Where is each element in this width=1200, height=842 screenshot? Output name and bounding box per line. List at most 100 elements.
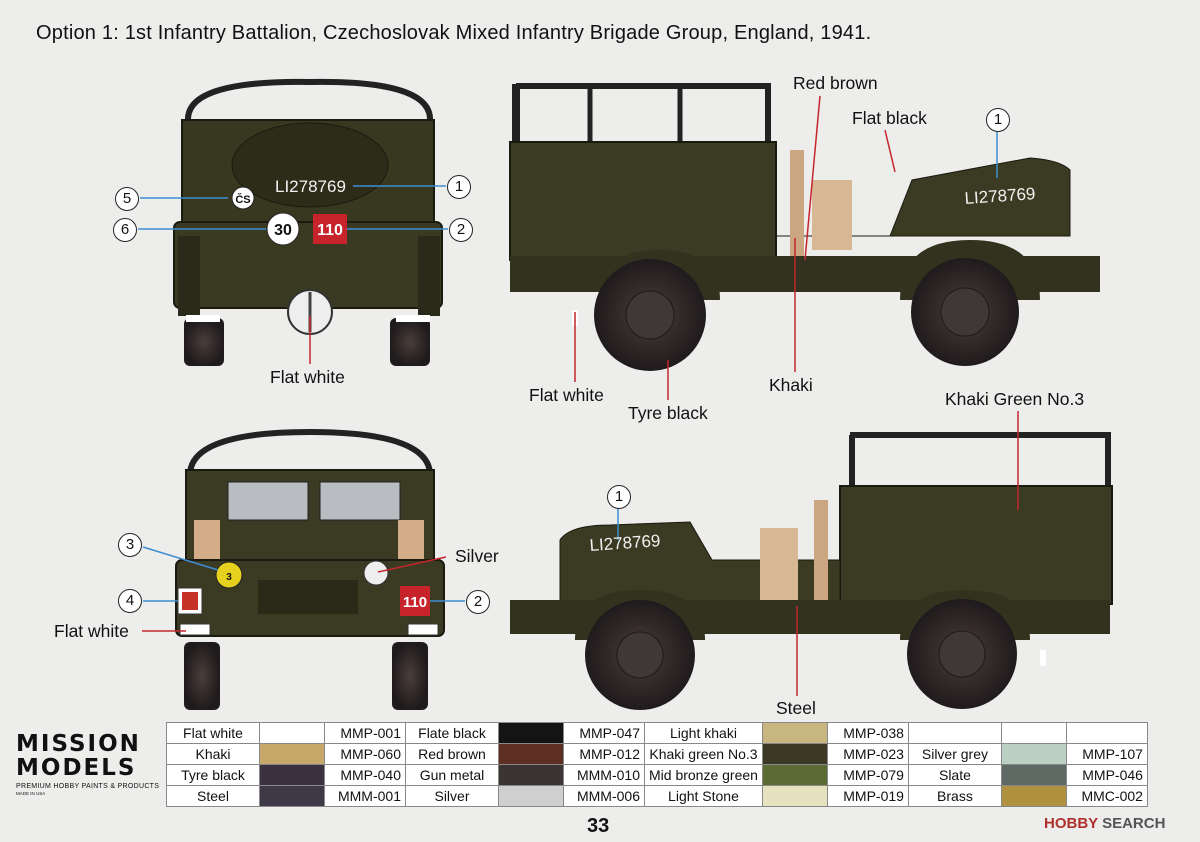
bridge-class-disc <box>266 212 300 246</box>
callout-2-front: 2 <box>466 590 490 614</box>
paint-code: MMP-040 <box>324 764 406 786</box>
paint-code: MMP-019 <box>826 785 909 807</box>
unit-code-text-rear: 110 <box>317 222 343 239</box>
paint-code: MMP-023 <box>826 743 909 765</box>
paint-code: MMP-047 <box>563 722 645 744</box>
hobby-search-watermark: HOBBY SEARCH <box>1044 815 1165 832</box>
formation-number: 3 <box>226 572 232 583</box>
label-red-brown: Red brown <box>793 73 878 93</box>
paint-swatch <box>1000 764 1067 786</box>
rear-registration-text: LI278769 <box>275 177 346 196</box>
logo-tagline: PREMIUM HOBBY PAINTS & PRODUCTS <box>16 783 160 790</box>
side-registration-text: LI278769 <box>964 184 1036 208</box>
paint-code: MMP-060 <box>324 743 406 765</box>
paint-name: Silver <box>405 785 499 807</box>
watermark-suffix: SEARCH <box>1102 815 1166 832</box>
paint-swatch <box>498 785 564 807</box>
red-leader-lines <box>142 95 1019 696</box>
paint-code: MMM-010 <box>563 764 645 786</box>
logo-line-1: MISSION <box>16 731 141 757</box>
label-flat-white-front: Flat white <box>54 621 129 641</box>
paint-swatch <box>1000 785 1067 807</box>
paint-swatch <box>761 722 828 744</box>
paint-swatch <box>761 743 828 765</box>
paint-name: Slate <box>907 764 1002 786</box>
callout-4: 4 <box>118 589 142 613</box>
cs-roundel <box>231 186 255 210</box>
paint-swatch <box>259 764 325 786</box>
paint-code: MMP-001 <box>324 722 406 744</box>
label-flat-black: Flat black <box>852 108 927 128</box>
paint-name <box>907 722 1002 744</box>
label-flat-white-rear: Flat white <box>270 367 345 387</box>
paint-name: Khaki <box>166 743 260 765</box>
paint-swatch <box>259 722 325 744</box>
label-flat-white-side: Flat white <box>529 385 604 405</box>
paint-name: Silver grey <box>907 743 1002 765</box>
paint-name: Light Stone <box>644 785 763 807</box>
callout-6: 6 <box>113 218 137 242</box>
paint-swatch <box>259 743 325 765</box>
unit-code-plate-front <box>400 586 430 616</box>
page-number: 33 <box>587 815 610 837</box>
paint-code: MMM-001 <box>324 785 406 807</box>
paint-name: Red brown <box>405 743 499 765</box>
paint-swatch <box>1000 743 1067 765</box>
label-steel: Steel <box>776 698 816 718</box>
paint-swatch <box>761 764 828 786</box>
paint-code: MMP-012 <box>563 743 645 765</box>
paint-code: MMM-006 <box>563 785 645 807</box>
rear-view <box>173 78 443 366</box>
paint-swatch <box>1000 722 1067 744</box>
paint-name: Tyre black <box>166 764 260 786</box>
paint-code: MMP-038 <box>826 722 909 744</box>
paint-name: Flate black <box>405 722 499 744</box>
paint-code <box>1065 722 1148 744</box>
label-khaki-green: Khaki Green No.3 <box>945 389 1085 409</box>
paint-code: MMP-079 <box>826 764 909 786</box>
side-view-left <box>510 432 1113 710</box>
logo-made-in: MADE IN USA <box>16 791 46 796</box>
label-khaki: Khaki <box>769 375 813 395</box>
bridge-class-text: 30 <box>274 222 292 239</box>
page-title: Option 1: 1st Infantry Battalion, Czecho… <box>36 22 872 44</box>
callout-1-side: 1 <box>986 108 1010 132</box>
callout-5: 5 <box>115 187 139 211</box>
paint-name: Steel <box>166 785 260 807</box>
mission-models-logo: MISSION MODELS PREMIUM HOBBY PAINTS & PR… <box>16 732 166 796</box>
paint-name: Brass <box>907 785 1002 807</box>
label-tyre-black: Tyre black <box>628 403 708 423</box>
paint-swatch <box>761 785 828 807</box>
paint-name: Gun metal <box>405 764 499 786</box>
unit-code-text-front: 110 <box>403 594 427 611</box>
paint-code: MMP-046 <box>1065 764 1148 786</box>
unit-code-plate-rear <box>313 214 347 244</box>
watermark-brand: HOBBY <box>1044 815 1098 832</box>
side-left-registration-text: LI278769 <box>589 531 661 555</box>
callout-3: 3 <box>118 533 142 557</box>
cs-text: ČS <box>235 193 250 206</box>
label-silver: Silver <box>455 546 499 566</box>
callout-1-side-left: 1 <box>607 485 631 509</box>
paint-name: Light khaki <box>644 722 763 744</box>
paint-name: Khaki green No.3 <box>644 743 763 765</box>
callout-2-rear: 2 <box>449 218 473 242</box>
paint-name: Flat white <box>166 722 260 744</box>
front-view <box>175 428 445 710</box>
paint-code: MMP-107 <box>1065 743 1148 765</box>
paint-swatch <box>259 785 325 807</box>
callout-1-rear: 1 <box>447 175 471 199</box>
paint-code: MMC-002 <box>1065 785 1148 807</box>
blue-leader-lines <box>138 131 998 602</box>
paint-swatch <box>498 743 564 765</box>
paint-name: Mid bronze green <box>644 764 763 786</box>
side-view-right <box>509 83 1100 371</box>
paint-swatch <box>498 722 564 744</box>
paint-swatch <box>498 764 564 786</box>
logo-line-2: MODELS <box>16 755 137 781</box>
